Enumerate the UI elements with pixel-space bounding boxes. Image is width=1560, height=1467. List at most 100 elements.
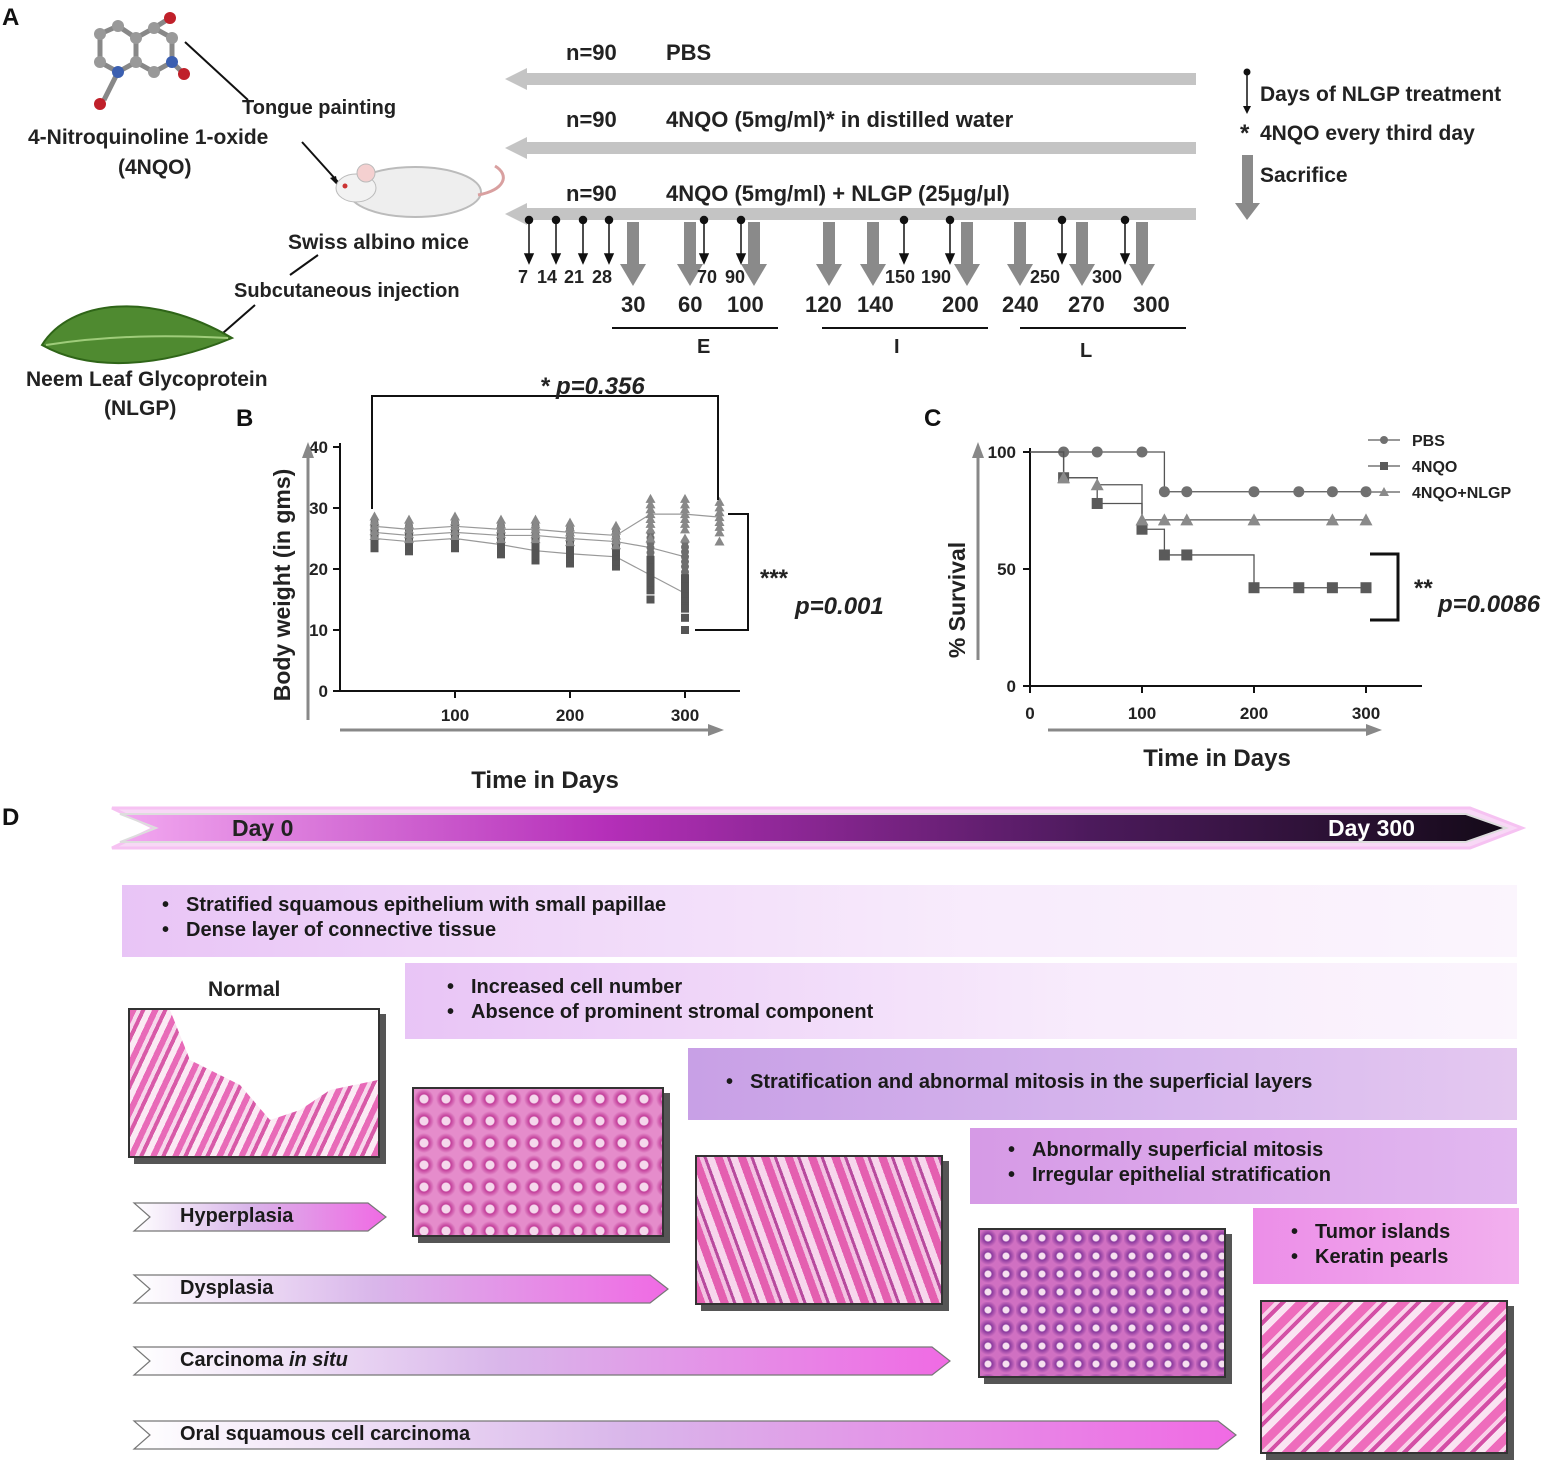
treatment-pin-tip <box>603 253 615 265</box>
data-point <box>680 509 690 519</box>
y-tick-label: 0 <box>319 682 328 701</box>
feature-item: Keratin pearls <box>1291 1245 1519 1270</box>
treatment-day-label: 70 <box>697 267 718 287</box>
histology-image-normal <box>128 1008 380 1158</box>
x-tick-label: 300 <box>1352 704 1380 723</box>
data-point <box>646 586 655 595</box>
data-point <box>714 517 725 527</box>
x-tick-label: 100 <box>1128 704 1156 723</box>
data-point <box>1247 513 1261 526</box>
data-point <box>1293 582 1305 594</box>
y-axis-arrow-head <box>302 442 314 458</box>
panel-label-b: B <box>236 405 254 432</box>
data-point <box>369 511 380 521</box>
data-point <box>714 512 725 522</box>
sacrifice-arrow-shaft <box>684 222 696 266</box>
data-point <box>1248 486 1260 498</box>
data-point <box>1091 446 1103 458</box>
survival-step-line <box>1030 451 1366 493</box>
survival-step-line <box>1030 451 1366 521</box>
y-axis-title: % Survival <box>944 542 970 658</box>
y-tick-label: 10 <box>309 621 328 640</box>
treatment-pin-tip <box>523 253 535 265</box>
tongue-painting-label: Tongue painting <box>242 97 397 119</box>
legend-sacrifice-icon <box>1235 155 1260 220</box>
treatment-day-label: 28 <box>592 267 613 287</box>
x-axis-arrow-head <box>1366 724 1382 736</box>
data-point <box>531 546 540 555</box>
data-point <box>645 533 656 543</box>
data-point <box>450 511 460 521</box>
data-point <box>497 540 505 549</box>
data-point <box>680 504 690 514</box>
stage-label: Hyperplasia <box>180 1205 294 1227</box>
data-point <box>566 554 574 563</box>
data-point <box>566 559 574 568</box>
data-point <box>450 526 460 536</box>
sacrifice-day-label: 100 <box>727 292 764 317</box>
treatment-day-label: 150 <box>885 267 916 287</box>
mouse-icon <box>335 163 505 218</box>
data-point <box>531 541 540 550</box>
stage-label: Carcinoma <box>180 1349 289 1371</box>
group-2-n: n=90 <box>566 107 617 132</box>
data-point <box>680 533 690 543</box>
sacrifice-day-label: 300 <box>1133 292 1170 317</box>
data-point <box>645 499 656 509</box>
data-point <box>611 530 621 540</box>
histology-image-dysplasia <box>695 1155 943 1305</box>
sacrifice-day-label: 240 <box>1002 292 1039 317</box>
feature-item: Absence of prominent stromal component <box>447 1000 1517 1025</box>
data-point <box>714 536 725 546</box>
data-point <box>714 521 725 531</box>
data-point <box>1181 549 1193 561</box>
data-point <box>680 499 690 509</box>
y-tick-label: 30 <box>309 499 328 518</box>
treatment-arrows <box>523 215 1131 265</box>
x-tick-label: 300 <box>671 706 699 725</box>
data-point <box>496 534 506 544</box>
panel-label-d: D <box>2 804 20 831</box>
annotation-right-stars: *** <box>760 565 789 592</box>
data-point <box>714 502 725 512</box>
legend-pin-icon <box>1243 68 1251 114</box>
data-point <box>681 589 689 598</box>
y-tick-label: 100 <box>988 443 1016 462</box>
treatment-pin-tip <box>944 253 956 265</box>
feature-item: Dense layer of connective tissue <box>162 918 1517 943</box>
data-point <box>404 524 414 534</box>
data-point <box>405 542 413 551</box>
annotation-stars: ** <box>1414 575 1433 602</box>
data-point <box>612 557 620 566</box>
stage-label: Dysplasia <box>180 1277 274 1299</box>
data-point <box>530 529 541 539</box>
treatment-day-label: 14 <box>537 267 558 287</box>
data-point <box>451 544 459 553</box>
x-axis-title: Time in Days <box>471 767 619 794</box>
data-point <box>681 613 689 622</box>
data-point <box>497 545 505 554</box>
sacrifice-day-label: 30 <box>621 292 646 317</box>
sacrifice-arrow-shaft <box>627 222 639 266</box>
histology-image-oscc <box>1260 1300 1508 1454</box>
data-point <box>369 526 380 536</box>
data-point <box>451 539 459 548</box>
data-point <box>611 525 621 535</box>
legend-every-third-day: 4NQO every third day <box>1260 122 1475 145</box>
sacrifice-arrow-head <box>1007 264 1033 286</box>
stage-label: Oral squamous cell carcinoma <box>180 1423 471 1445</box>
injection-label: Subcutaneous injection <box>234 280 460 302</box>
glycoprotein-name: Neem Leaf Glycoprotein <box>26 368 268 391</box>
treatment-pin-tip <box>898 253 910 265</box>
data-point <box>404 534 414 544</box>
treatment-day-label: 250 <box>1030 267 1061 287</box>
data-point <box>566 549 574 558</box>
y-axis-arrow-head <box>972 442 984 458</box>
sacrifice-arrow-shaft <box>823 222 835 266</box>
treatment-pin-tip <box>698 253 710 265</box>
legend-label: PBS <box>1412 433 1445 450</box>
sacrifice-arrow-shaft <box>1076 222 1088 266</box>
data-point <box>1136 523 1148 535</box>
